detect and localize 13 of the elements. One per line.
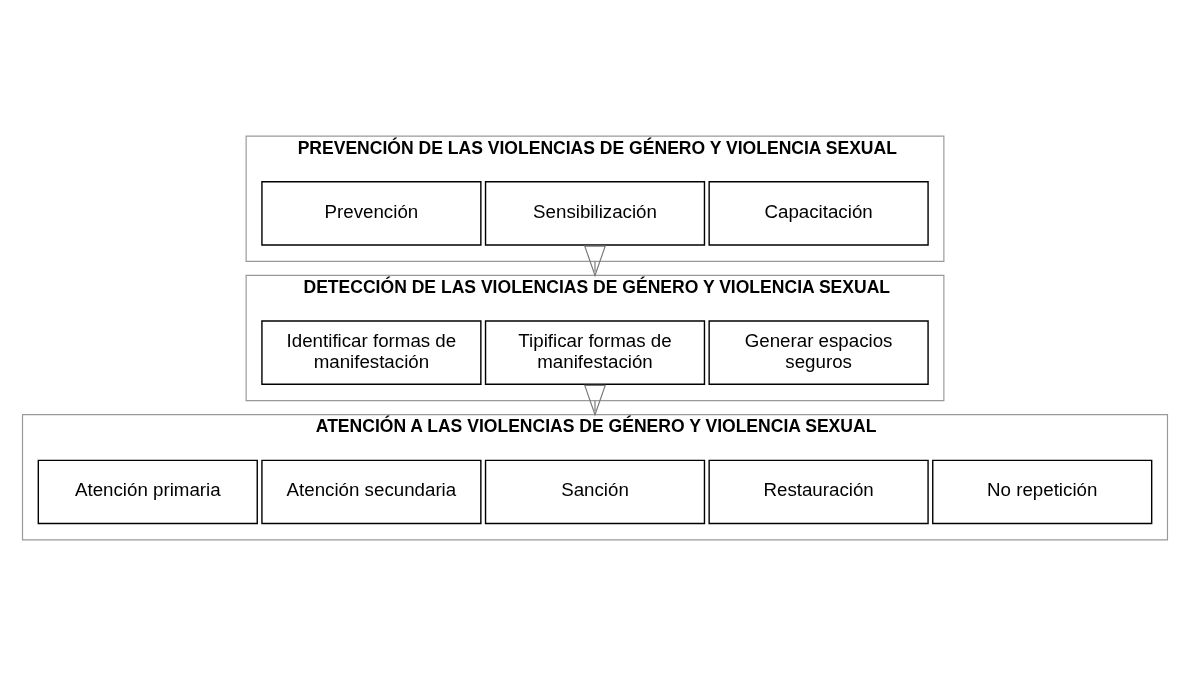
node-box: Prevención (261, 180, 482, 246)
node-box: Sensibilización (484, 180, 706, 246)
node-box: Tipificar formas de manifestación (484, 319, 706, 385)
arrow (583, 384, 607, 416)
node-box: Identificar formas de manifestación (261, 319, 482, 385)
node-box: Atención primaria (37, 459, 258, 524)
node-box: Sanción (484, 459, 706, 524)
node-box: No repetición (932, 459, 1153, 524)
node-box: Generar espacios seguros (708, 319, 929, 385)
node-box: Restauración (708, 459, 929, 524)
node-box: Atención secundaria (261, 459, 482, 524)
node-box: Capacitación (708, 180, 929, 246)
arrow (583, 245, 607, 277)
